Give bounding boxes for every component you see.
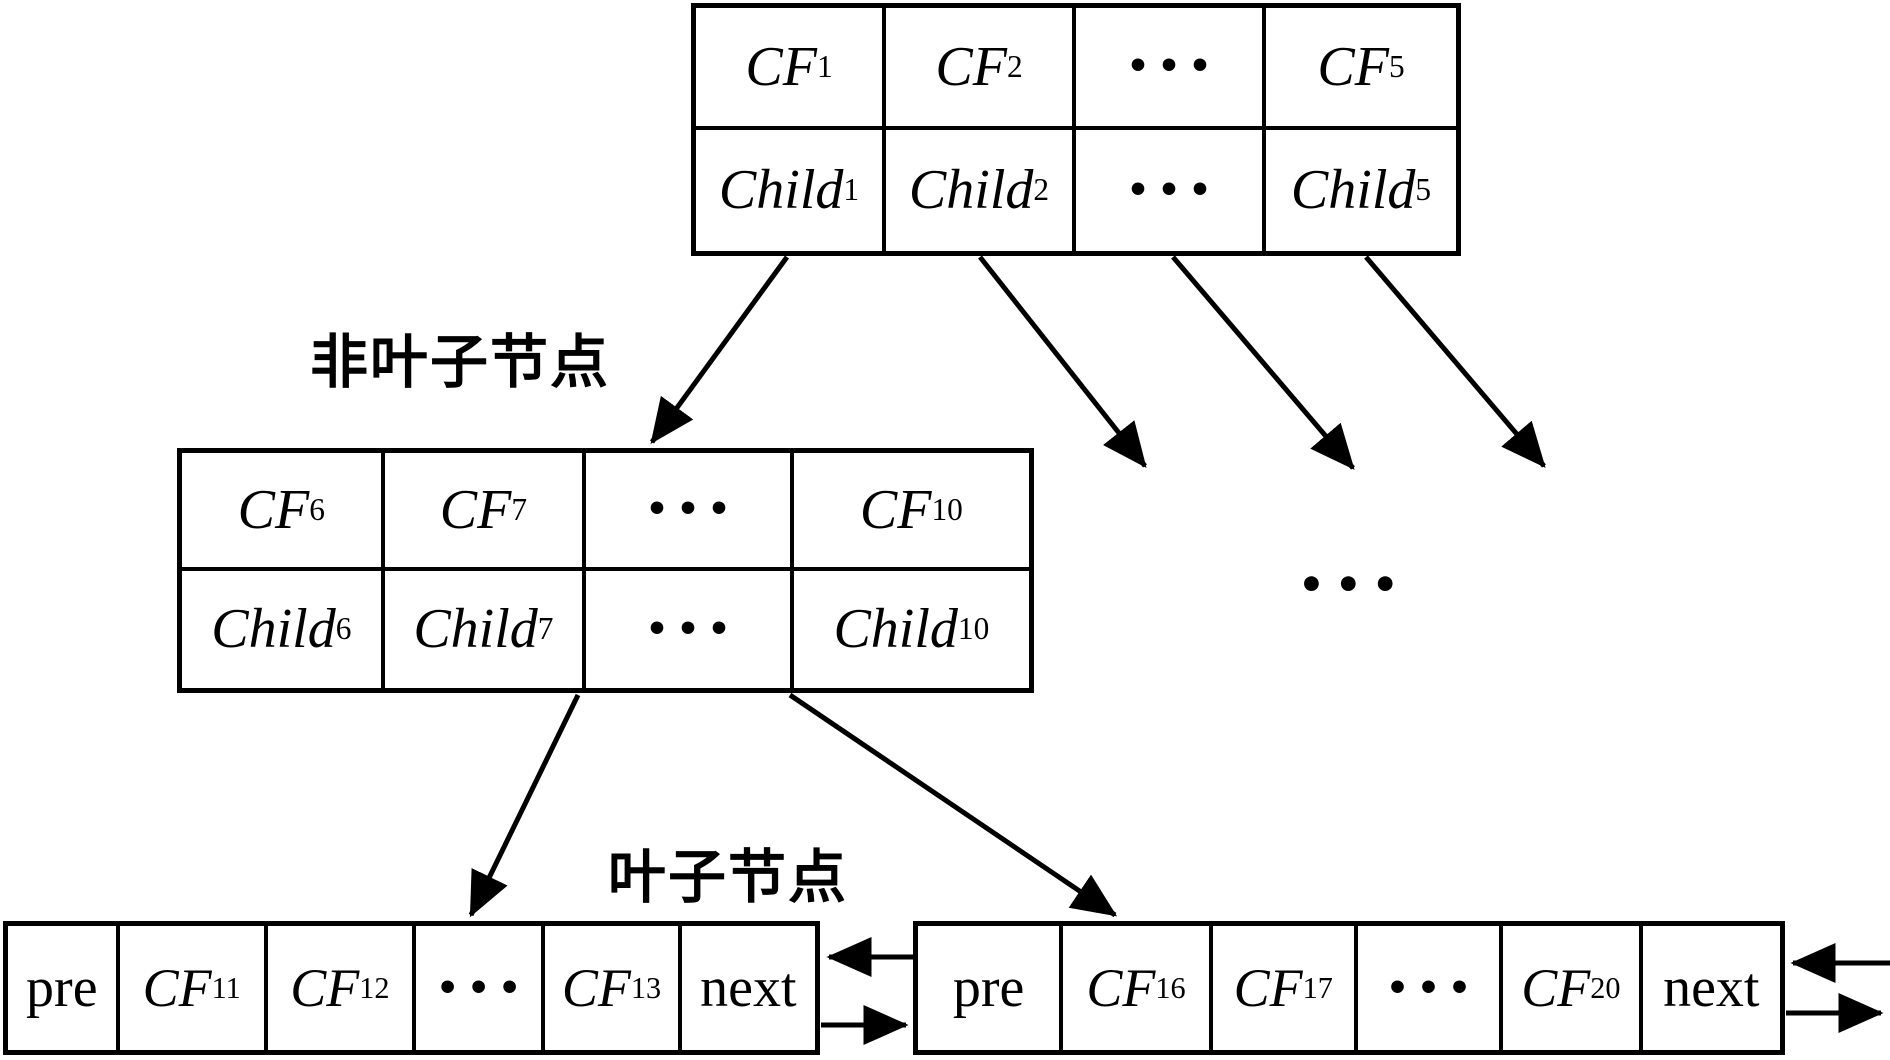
arrow-nonleaf-to-leafleft — [468, 693, 581, 918]
cell-root-cf-ellipsis: ••• — [1076, 8, 1266, 130]
arrow-child3-down — [1171, 255, 1355, 470]
cell-leafleft-ellipsis: ••• — [416, 926, 546, 1050]
cell-leafright-ellipsis: ••• — [1358, 926, 1504, 1050]
arrow-child2-down — [978, 255, 1147, 468]
cell-left-pre: pre — [8, 926, 120, 1050]
cell-nonleaf-cf-ellipsis: ••• — [586, 453, 794, 571]
arrow-child5-down — [1364, 255, 1546, 468]
leaf-node-label: 叶子节点 — [607, 845, 848, 910]
cell-left-next: next — [700, 957, 797, 1019]
nonleaf-node-label: 非叶子节点 — [309, 330, 610, 395]
cell-right-next: next — [1663, 957, 1760, 1019]
arrow-child1-to-nonleaf — [649, 255, 790, 445]
arrow-nonleaf-to-leafright — [788, 692, 1118, 918]
subtree-ellipsis: ••• — [1298, 560, 1409, 609]
cell-right-pre: pre — [918, 926, 1064, 1050]
cell-root-child-ellipsis: ••• — [1076, 129, 1266, 251]
cell-nonleaf-child-ellipsis: ••• — [586, 570, 794, 688]
